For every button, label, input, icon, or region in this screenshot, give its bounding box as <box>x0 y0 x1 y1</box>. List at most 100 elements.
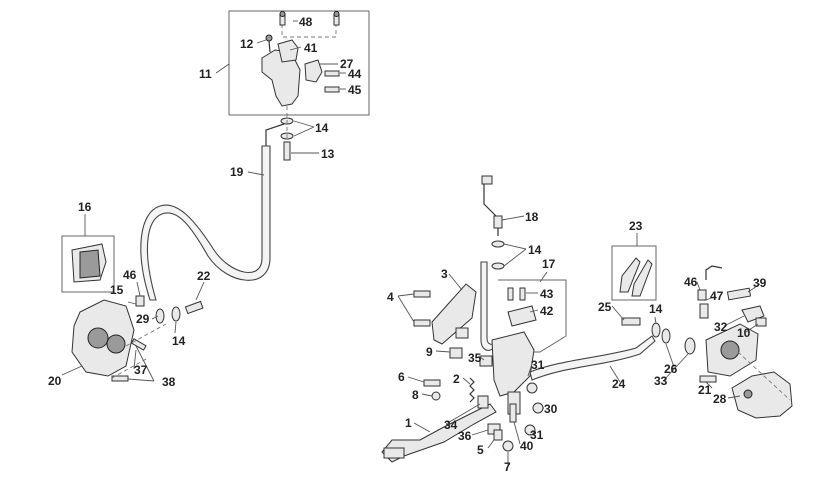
pushrod-35 <box>479 355 493 367</box>
callout-10: 10 <box>737 326 751 340</box>
callout-15: 15 <box>110 283 124 297</box>
callout-14-rear: 14 <box>649 302 663 316</box>
callout-labels: 48 12 41 11 27 44 45 14 13 19 16 46 15 2… <box>48 15 767 474</box>
screw-4-bottom <box>413 319 431 327</box>
callout-32: 32 <box>714 320 728 334</box>
screw-38 <box>111 375 129 382</box>
nut-31-upper <box>526 382 538 394</box>
callout-16: 16 <box>78 200 92 214</box>
pin-21 <box>699 375 717 383</box>
rear-master-cylinder-group <box>381 175 656 463</box>
cap-42 <box>507 305 537 327</box>
callout-28: 28 <box>713 392 727 406</box>
callout-1: 1 <box>405 416 412 430</box>
bushing-9 <box>449 347 463 359</box>
washer-14-caliper <box>171 306 181 322</box>
bushing-10 <box>755 317 767 327</box>
callout-2: 2 <box>453 372 460 386</box>
callout-9: 9 <box>426 345 433 359</box>
screw-43 <box>507 287 514 301</box>
pin-47 <box>699 303 709 319</box>
callout-24: 24 <box>612 377 626 391</box>
callout-14-center: 14 <box>528 243 542 257</box>
callout-37: 37 <box>134 363 148 377</box>
callout-5: 5 <box>477 443 484 457</box>
leader-lines <box>61 20 761 466</box>
callout-31-upper: 31 <box>531 358 545 372</box>
screw-4-top <box>413 290 431 298</box>
screw-6 <box>423 379 441 387</box>
nut-30 <box>532 402 544 414</box>
callout-11: 11 <box>199 67 212 81</box>
spring-2 <box>469 377 475 403</box>
pin-34 <box>477 395 489 409</box>
callout-8: 8 <box>412 388 419 402</box>
front-master-cylinder-frame <box>228 10 370 116</box>
callout-30: 30 <box>544 402 558 416</box>
callout-14-top: 14 <box>315 121 329 135</box>
rear-brake-hose-24 <box>529 335 656 381</box>
callout-43: 43 <box>540 287 554 301</box>
washer-14-center-1 <box>491 240 505 248</box>
washer-33 <box>684 337 696 355</box>
callout-46-front: 46 <box>123 268 137 282</box>
master-cylinder-reservoir <box>277 39 299 63</box>
callout-14-front: 14 <box>172 334 186 348</box>
callout-19: 19 <box>230 165 244 179</box>
callout-20: 20 <box>48 374 62 388</box>
screw-48-right <box>333 11 340 26</box>
rear-pipe-46 <box>705 265 723 280</box>
callout-23: 23 <box>629 219 643 233</box>
callout-39: 39 <box>753 276 767 290</box>
pin-39 <box>726 287 752 301</box>
washer-14-rear <box>651 322 661 338</box>
rear-caliper-group <box>611 245 793 419</box>
front-brake-hose-19 <box>140 145 271 301</box>
pin-12 <box>265 34 273 42</box>
rear-brake-pad-23b <box>631 259 653 297</box>
bushing-9b <box>455 327 469 339</box>
rear-brake-pad-23a <box>619 257 641 293</box>
callout-36: 36 <box>458 429 472 443</box>
washer-26 <box>661 328 671 344</box>
callout-29: 29 <box>136 312 150 326</box>
callout-48: 48 <box>299 15 313 29</box>
callout-27: 27 <box>340 57 354 71</box>
screw-48-left <box>279 11 286 26</box>
washer-29 <box>155 308 165 324</box>
callout-13: 13 <box>321 147 335 161</box>
callout-18: 18 <box>525 210 539 224</box>
bolt-40 <box>509 403 517 423</box>
screw-45 <box>324 86 340 93</box>
callout-47: 47 <box>710 289 724 303</box>
callout-3: 3 <box>441 267 448 281</box>
callout-4: 4 <box>387 290 394 304</box>
callout-40: 40 <box>520 439 534 453</box>
callout-31-lower: 31 <box>530 428 544 442</box>
rear-master-cylinder-body <box>491 331 535 397</box>
rear-brake-pads-23-frame <box>611 245 657 301</box>
callout-34: 34 <box>444 418 458 432</box>
callout-41: 41 <box>304 41 318 55</box>
callout-35: 35 <box>468 351 482 365</box>
callout-38: 38 <box>162 375 176 389</box>
callout-12: 12 <box>240 37 254 51</box>
banjo-bolt-13 <box>283 141 291 161</box>
banjo-bolt-25 <box>621 317 641 326</box>
callout-33: 33 <box>654 374 668 388</box>
callout-6: 6 <box>398 370 405 384</box>
callout-46-rear: 46 <box>684 275 698 289</box>
nut-7 <box>502 440 514 452</box>
bleed-valve-46-rear <box>697 289 707 301</box>
screw-43b <box>519 287 526 301</box>
caliper-bracket-28 <box>731 371 793 419</box>
pin-5 <box>493 429 503 441</box>
bleed-valve-46 <box>135 295 145 307</box>
front-master-cylinder-group <box>228 10 370 161</box>
bracket-3 <box>431 283 477 345</box>
washer-8 <box>431 391 441 401</box>
screw-44 <box>324 70 340 77</box>
callout-45: 45 <box>348 83 362 97</box>
callout-22: 22 <box>197 269 211 283</box>
